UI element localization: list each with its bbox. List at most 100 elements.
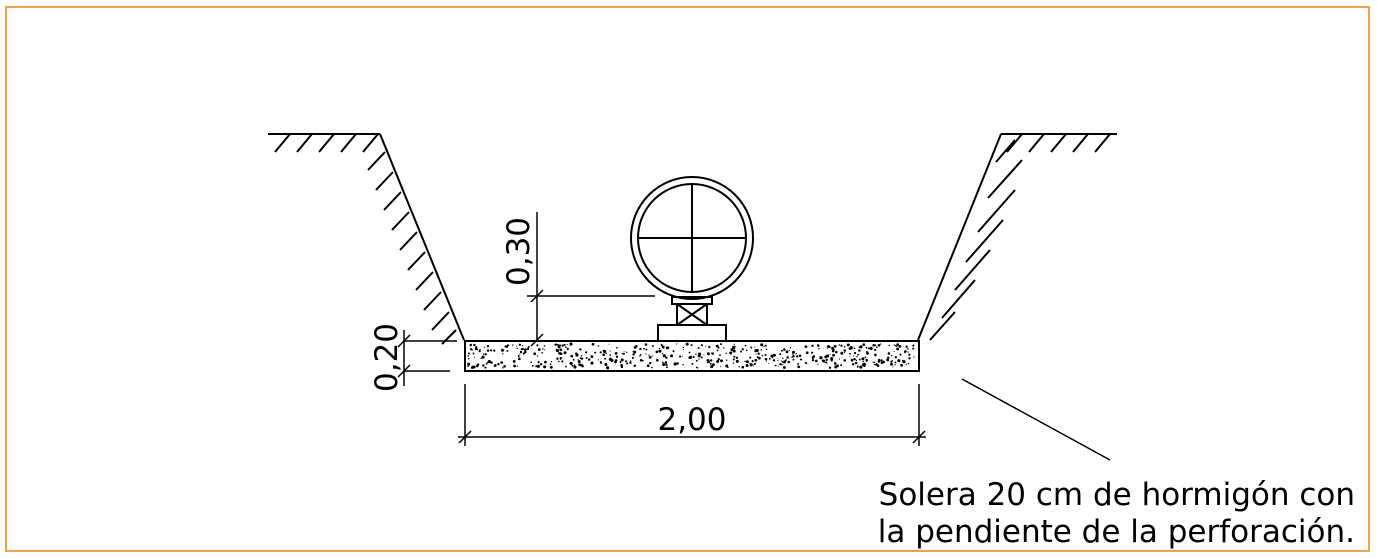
aggregate-dot [603,349,607,354]
aggregate-dot [467,362,471,366]
aggregate-dot [623,351,625,353]
aggregate-dot [760,349,762,351]
aggregate-dot [849,352,851,355]
aggregate-dot [857,353,859,356]
aggregate-dot [779,353,782,356]
aggregate-dot [537,361,540,364]
aggregate-dot [530,361,533,364]
aggregate-dot [825,358,828,362]
aggregate-dot [843,345,846,348]
aggregate-dot [749,363,753,367]
aggregate-dot [615,355,619,358]
aggregate-dot [569,361,573,365]
aggregate-dot [822,359,826,363]
aggregate-dot [735,345,737,347]
aggregate-dot [519,350,523,354]
aggregate-dot [486,349,490,352]
aggregate-dot [700,344,703,347]
aggregate-dot [467,365,469,367]
aggregate-dot [853,358,856,361]
aggregate-dot [646,364,650,368]
aggregate-dot [798,354,802,357]
aggregate-dot [544,360,547,364]
aggregate-dot [644,343,648,346]
aggregate-dot [566,347,569,351]
aggregate-dot [770,355,773,357]
aggregate-dot [536,344,539,347]
aggregate-dot [785,359,787,361]
aggregate-dot [819,356,823,360]
aggregate-dot [733,355,736,358]
aggregate-dot [522,345,524,347]
aggregate-dot [804,345,808,348]
aggregate-dot [782,366,786,369]
aggregate-dot [869,347,871,349]
aggregate-dot [682,363,684,366]
aggregate-dot [838,344,841,346]
aggregate-dot [828,366,832,369]
aggregate-dot [874,353,877,357]
aggregate-dot [873,363,876,366]
aggregate-dot [771,356,774,359]
aggregate-dot [676,343,678,345]
aggregate-dot [782,357,784,359]
aggregate-dot [735,359,739,363]
aggregate-dot [706,361,709,364]
aggregate-dot [913,356,915,358]
pipe-support [657,296,727,342]
aggregate-dot [843,351,846,354]
aggregate-dot [615,346,618,349]
aggregate-dot [472,349,474,351]
aggregate-dot [905,363,907,365]
aggregate-dot [864,356,867,359]
aggregate-dot [633,364,636,367]
aggregate-dot [651,366,653,369]
aggregate-dot [866,350,868,353]
aggregate-dot [585,351,588,354]
aggregate-dot [732,362,735,364]
aggregate-dot [896,347,900,351]
aggregate-dot [814,359,818,363]
aggregate-dot [609,350,611,352]
aggregate-dot [519,353,521,355]
aggregate-dot [559,348,563,352]
aggregate-dot [745,363,749,368]
aggregate-dot [697,347,700,349]
aggregate-dot [682,346,684,349]
aggregate-dot [489,349,493,352]
aggregate-dot [577,360,581,363]
aggregate-dot [631,356,634,359]
aggregate-dot [792,353,794,355]
aggregate-dot [908,357,911,360]
aggregate-dot [716,360,720,363]
aggregate-dot [856,356,858,358]
aggregate-dot [557,344,560,346]
aggregate-dot [890,360,893,363]
aggregate-dot [902,360,906,364]
aggregate-dot [573,364,576,366]
aggregate-dot [527,345,530,348]
aggregate-dot [486,345,490,348]
aggregate-dot [720,365,722,367]
aggregate-dot [856,365,859,368]
aggregate-dot [811,351,814,354]
aggregate-dot [571,364,574,367]
aggregate-dot [824,361,826,364]
aggregate-dot [484,346,486,348]
aggregate-dot [732,347,736,350]
aggregate-dot [685,342,689,346]
aggregate-dot [749,362,751,365]
aggregate-dot [559,352,563,356]
aggregate-dot [811,344,814,347]
aggregate-dot [812,355,816,358]
dimension-slab-thickness [397,330,457,386]
aggregate-dot [886,358,889,362]
aggregate-dot [626,362,629,365]
aggregate-dot [908,353,911,356]
aggregate-dot [544,349,546,351]
ground-left [268,133,380,153]
aggregate-dot [624,360,628,363]
aggregate-dot [672,350,675,353]
aggregate-dot [503,364,506,368]
aggregate-dot [609,354,612,356]
